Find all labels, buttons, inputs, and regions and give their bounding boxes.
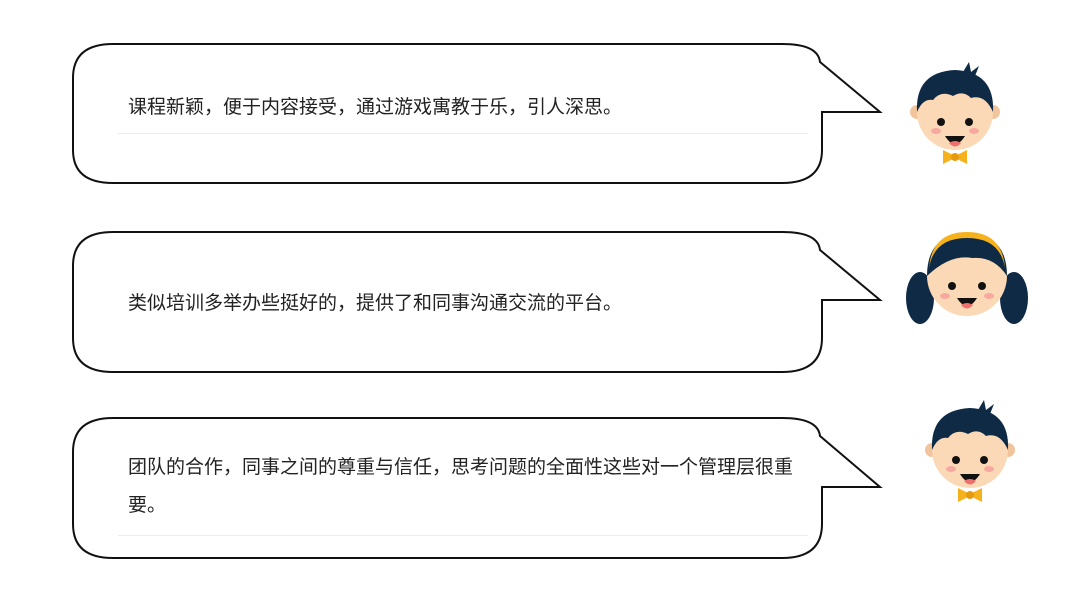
divider <box>118 133 808 134</box>
boy-avatar-icon <box>925 400 1015 502</box>
boy-avatar-icon <box>910 62 1000 164</box>
speech-bubble-3 <box>72 417 883 559</box>
speech-bubble-1 <box>72 43 883 184</box>
comment-text-2: 类似培训多举办些挺好的，提供了和同事沟通交流的平台。 <box>128 292 623 314</box>
speech-bubble-2 <box>72 231 883 373</box>
comment-text-3: 团队的合作，同事之间的尊重与信任，思考问题的全面性这些对一个管理层很重要。 <box>128 456 794 516</box>
girl-avatar-icon <box>906 232 1028 324</box>
comment-text-1: 课程新颖，便于内容接受，通过游戏寓教于乐，引人深思。 <box>128 96 623 118</box>
divider <box>118 535 808 536</box>
